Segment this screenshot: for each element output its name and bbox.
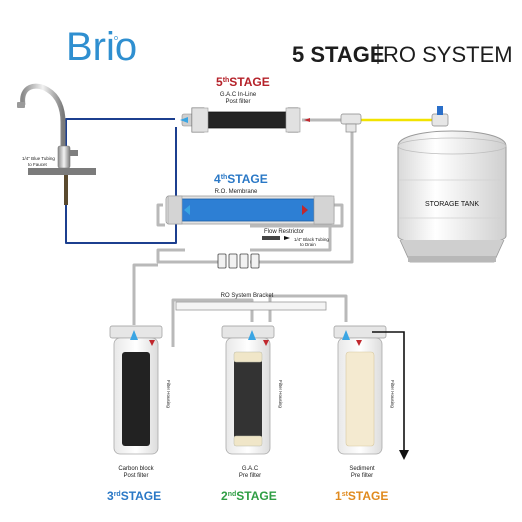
- stage5-desc-1: G.A.C In-Line: [220, 92, 257, 98]
- drain-label-2: to Drain: [300, 242, 316, 247]
- stage2-cartridge-bottom: [233, 435, 263, 447]
- bracket-label: RO System Bracket: [221, 293, 274, 299]
- countertop: [28, 168, 96, 175]
- tube-connector-left: [156, 248, 218, 264]
- stage2-desc-2: Pre filter: [239, 473, 261, 479]
- title-regular: RO SYSTEM: [383, 42, 513, 67]
- stage4-desc: R.O. Membrane: [215, 189, 258, 195]
- tubing: [65, 118, 440, 347]
- stage1-cartridge: [345, 351, 375, 447]
- stage3-desc-2: Post filter: [123, 473, 148, 479]
- connector-1: [217, 253, 227, 269]
- stage2-label: 2ndSTAGE: [221, 489, 277, 503]
- stage5-arrow-in-icon: [304, 118, 310, 122]
- stage2-arrow-in-icon: [263, 340, 269, 346]
- page-title: 5 STAGE RO SYSTEM: [292, 42, 513, 67]
- faucet-spout: [20, 83, 66, 150]
- stage5-group: 5thSTAGE G.A.C In-Line Post filter: [180, 75, 310, 133]
- storage-tank: STORAGE TANK: [397, 130, 507, 263]
- stage2-cartridge: [234, 352, 262, 446]
- connector-2: [228, 253, 238, 269]
- faucet-body: [57, 145, 71, 169]
- stage2-cartridge-top: [233, 351, 263, 363]
- storage-tank-label: STORAGE TANK: [425, 201, 479, 208]
- ro-bracket: RO System Bracket: [175, 293, 327, 311]
- faucet: 1/4" Blue Tubing to Faucet: [17, 83, 96, 205]
- stage1-desc-2: Pre filter: [351, 473, 373, 479]
- bracket-bar: [175, 301, 327, 311]
- faucet-tip: [17, 102, 25, 108]
- inlet-arrow-head-icon: [399, 450, 409, 460]
- faucet-handle-icon: [70, 150, 78, 156]
- tee-stem: [345, 123, 357, 133]
- inlet-arrow-line: [372, 331, 405, 452]
- membrane-cap-left: [167, 195, 183, 225]
- stage5-arrow-out-icon: [180, 117, 188, 123]
- flow-restrictor-icon: [262, 236, 280, 240]
- stage3-desc-1: Carbon block: [118, 466, 154, 472]
- tank-base: [408, 256, 496, 262]
- connector-4: [250, 253, 260, 269]
- inlet-arrow: [372, 331, 409, 460]
- stage5-desc-2: Post filter: [225, 99, 250, 105]
- stage2-housing-label: Filter Housing: [278, 380, 283, 408]
- connector-3: [239, 253, 249, 269]
- stage3-arrow-in-icon: [149, 340, 155, 346]
- tee-body: [340, 113, 362, 125]
- logo-text: Brio: [66, 25, 137, 69]
- stage3-housing-label: Filter Housing: [166, 380, 171, 408]
- stage1-desc-1: Sediment: [349, 466, 375, 472]
- stage5-cap-left: [191, 107, 209, 133]
- blue-tube-faucet-top: [65, 118, 175, 165]
- stage4-label: 4thSTAGE: [214, 172, 268, 186]
- tank-valve-handle-icon: [437, 106, 443, 115]
- membrane-arrow-out-icon: [184, 205, 190, 215]
- brio-logo: Brio: [66, 25, 137, 69]
- restrictor-arrow-icon: [284, 236, 290, 240]
- stage1-arrow-out-icon: [342, 330, 350, 340]
- stage3-label: 3rdSTAGE: [107, 489, 161, 503]
- blue-tube-loop: [65, 127, 177, 244]
- tank-valve: [431, 106, 449, 127]
- stage3-housing: Filter Housing Carbon block Post filter …: [107, 325, 171, 503]
- tank-top-rim: [397, 137, 507, 155]
- stage3-cartridge: [122, 352, 150, 446]
- stage5-cap-right: [285, 107, 301, 133]
- stage5-label: 5thSTAGE: [216, 75, 270, 89]
- tank-valve-body: [431, 113, 449, 127]
- tube-stage3-up: [132, 263, 158, 325]
- membrane-element: [177, 198, 315, 222]
- connector-fittings: [217, 253, 260, 269]
- stage1-housing-label: Filter Housing: [390, 380, 395, 408]
- faucet-tubing-label-1: 1/4" Blue Tubing: [22, 156, 55, 161]
- stage2-desc-1: G.A.C: [242, 466, 259, 472]
- stage1-housing: Filter Housing Sediment Pre filter 1stST…: [333, 325, 395, 503]
- flow-restrictor-label: Flow Restrictor: [264, 229, 304, 235]
- stage1-label: 1stSTAGE: [335, 489, 388, 503]
- stage3-arrow-out-icon: [130, 330, 138, 340]
- tube-tee-down: [250, 130, 354, 264]
- faucet-shank: [64, 175, 68, 205]
- tank-body: [397, 130, 507, 246]
- tube-membrane-left: [156, 203, 165, 227]
- faucet-tubing-label-2: to Faucet: [28, 162, 48, 167]
- tube-connector-right: [250, 226, 332, 252]
- stage2-housing: Filter Housing G.A.C Pre filter 2ndSTAGE: [221, 325, 283, 503]
- registered-mark-icon: [114, 36, 118, 40]
- tube-stage2-to-stage3: [171, 298, 254, 347]
- tee-fitting: [340, 113, 362, 133]
- stage2-cap: [221, 325, 275, 339]
- stage4-group: 4thSTAGE R.O. Membrane Flow Restrictor 1…: [165, 172, 335, 247]
- stage1-arrow-in-icon: [356, 340, 362, 346]
- membrane-arrow-in-icon: [302, 205, 308, 215]
- tube-membrane-right: [330, 203, 344, 228]
- title-bold: 5 STAGE: [292, 42, 385, 67]
- stage2-arrow-out-icon: [248, 330, 256, 340]
- membrane-cap-right: [313, 195, 335, 225]
- drain-label-1: 1/4" Black Tubing: [294, 237, 329, 242]
